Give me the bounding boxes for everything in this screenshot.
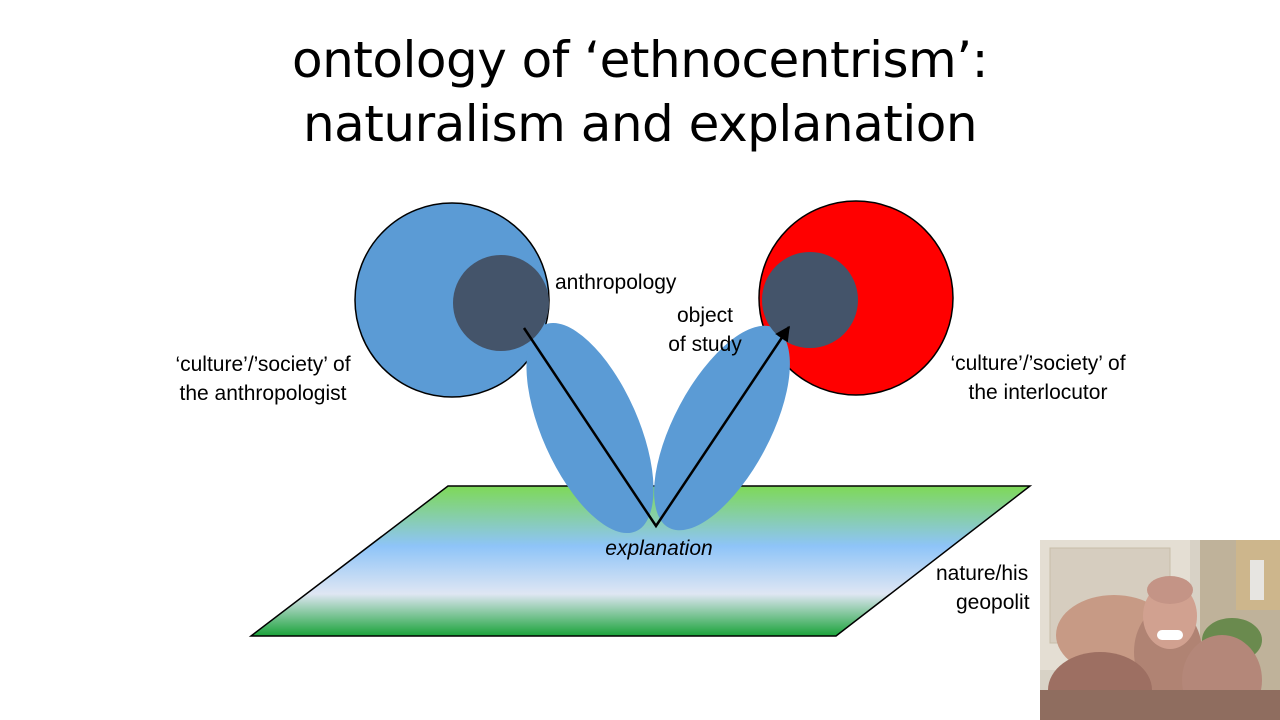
anthropologist-culture-line-1: ‘culture’/’society’ of bbox=[175, 353, 351, 376]
object-of-study-line-1: object bbox=[676, 304, 734, 327]
object-of-study-line-2: of study bbox=[668, 333, 742, 356]
presenter-video-frame bbox=[1040, 540, 1280, 720]
explanation-label: explanation bbox=[605, 537, 713, 560]
explanation-arrow bbox=[522, 325, 791, 529]
interlocutor-culture-line-1: ‘culture’/’society’ of bbox=[950, 352, 1126, 375]
title-line-1: ontology of ‘ethnocentrism’: bbox=[292, 31, 989, 89]
interlocutor-culture-line-2: the interlocutor bbox=[968, 381, 1108, 404]
anthropologist-culture-label: ‘culture’/’society’ of the anthropologis… bbox=[158, 350, 368, 408]
slide-title: ontology of ‘ethnocentrism’: naturalism … bbox=[0, 28, 1280, 156]
interlocutor-culture-label: ‘culture’/’society’ of the interlocutor bbox=[928, 349, 1148, 407]
presenter-webcam bbox=[1040, 540, 1280, 720]
anthropology-inner-circle bbox=[453, 255, 549, 351]
nature-history-line-2: geopolit bbox=[956, 591, 1030, 614]
object-of-study-inner-circle bbox=[762, 252, 858, 348]
anthropology-label: anthropology bbox=[555, 271, 677, 294]
nature-plane bbox=[248, 485, 1033, 637]
anthropologist-culture-line-2: the anthropologist bbox=[179, 382, 347, 405]
nature-history-label: nature/his geopolit bbox=[932, 559, 1062, 617]
nature-history-line-1: nature/his bbox=[936, 562, 1029, 585]
title-line-2: naturalism and explanation bbox=[302, 95, 978, 153]
object-of-study-label: object of study bbox=[662, 301, 748, 359]
